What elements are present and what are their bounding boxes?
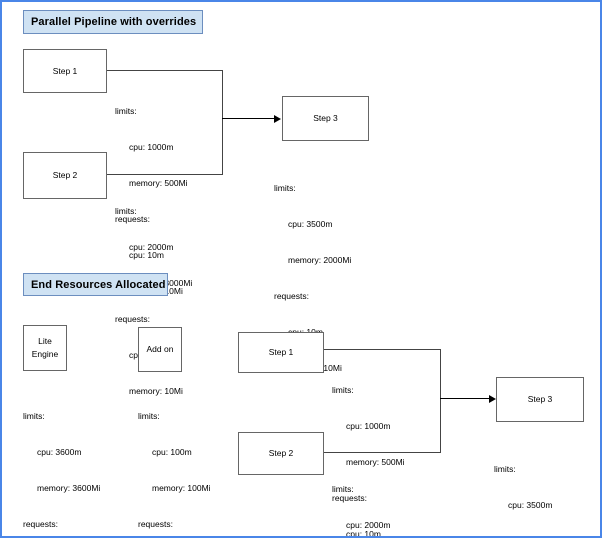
arrow-head-top-to-step3 (274, 115, 281, 123)
limits-memory: memory: 100Mi (152, 483, 211, 493)
limits-label: limits: (332, 385, 354, 395)
connector-bottom-vertical-bus (440, 349, 441, 453)
node-label: Step 2 (52, 170, 78, 180)
section-title-text: End Resources Allocated (31, 278, 166, 291)
section-title-parallel-pipeline: Parallel Pipeline with overrides (23, 10, 203, 34)
resources-add-on: limits: cpu: 100m memory: 100Mi requests… (138, 386, 211, 536)
limits-label: limits: (138, 411, 160, 421)
node-top-step1[interactable]: Step 1 (23, 49, 107, 93)
node-label: Step 1 (52, 65, 78, 76)
requests-label: requests: (138, 519, 173, 529)
arrow-head-bottom-to-step3 (489, 395, 496, 403)
limits-memory: memory: 3600Mi (37, 483, 101, 493)
requests-cpu: cpu: 10m (346, 529, 381, 538)
limits-memory: memory: 2000Mi (288, 255, 352, 265)
node-bottom-step2[interactable]: Step 2 (238, 432, 324, 475)
limits-label: limits: (23, 411, 45, 421)
resources-bottom-step1: limits: cpu: 1000m memory: 500Mi request… (332, 360, 405, 538)
node-label-line2: Engine (31, 349, 59, 359)
resources-top-step2: limits: cpu: 2000m memory: 3000Mi reques… (115, 181, 192, 421)
resources-bottom-step2: limits: cpu: 2000m memory: 3000Mi reques… (332, 459, 409, 536)
section-title-end-resources: End Resources Allocated (23, 273, 168, 296)
limits-label: limits: (332, 484, 354, 494)
requests-label: requests: (115, 314, 150, 324)
limits-cpu: cpu: 2000m (129, 242, 174, 252)
node-label: Step 1 (268, 347, 294, 357)
requests-label: requests: (23, 519, 58, 529)
limits-label: limits: (274, 183, 296, 193)
limits-label: limits: (115, 106, 137, 116)
node-label: Step 2 (268, 448, 294, 458)
limits-cpu: cpu: 3500m (508, 500, 553, 510)
limits-label: limits: (494, 464, 516, 474)
limits-cpu: cpu: 2000m (346, 520, 391, 530)
requests-label: requests: (332, 493, 367, 503)
requests-cpu: cpu: 10m (129, 250, 164, 260)
connector-top-step1-horizontal (107, 70, 222, 71)
node-label-line1: Lite (38, 336, 52, 346)
requests-memory: memory: 10Mi (129, 386, 183, 396)
node-top-step2[interactable]: Step 2 (23, 152, 107, 199)
arrow-line-bottom-to-step3 (440, 398, 489, 400)
connector-top-step2-horizontal (107, 174, 222, 175)
limits-memory: memory: 500Mi (129, 178, 188, 188)
connector-top-vertical-bus (222, 70, 223, 175)
node-label: Step 3 (313, 113, 338, 123)
limits-label: limits: (115, 206, 137, 216)
limits-cpu: cpu: 3500m (288, 219, 333, 229)
arrow-line-top-to-step3 (222, 118, 274, 120)
node-top-step3[interactable]: Step 3 (282, 96, 369, 141)
section-title-text: Parallel Pipeline with overrides (31, 16, 197, 28)
resources-lite-engine: limits: cpu: 3600m memory: 3600Mi reques… (23, 386, 101, 536)
node-bottom-step1[interactable]: Step 1 (238, 332, 324, 373)
limits-memory: memory: 500Mi (346, 457, 405, 467)
limits-cpu: cpu: 100m (152, 447, 192, 457)
node-add-on[interactable]: Add on (138, 327, 182, 372)
node-lite-engine[interactable]: Lite Engine (23, 325, 67, 371)
resources-bottom-step3: limits: cpu: 3500m memory: 2000Mi reques… (494, 439, 571, 536)
connector-bottom-step2-horizontal (324, 452, 440, 453)
requests-label: requests: (274, 291, 309, 301)
node-bottom-step3[interactable]: Step 3 (496, 377, 584, 422)
connector-bottom-step1-horizontal (324, 349, 440, 350)
node-label: Add on (146, 344, 174, 354)
limits-cpu: cpu: 3600m (37, 447, 82, 457)
node-label: Step 3 (527, 394, 553, 404)
requests-label: requests: (115, 214, 150, 224)
limits-cpu: cpu: 1000m (346, 421, 391, 431)
limits-cpu: cpu: 1000m (129, 142, 174, 152)
